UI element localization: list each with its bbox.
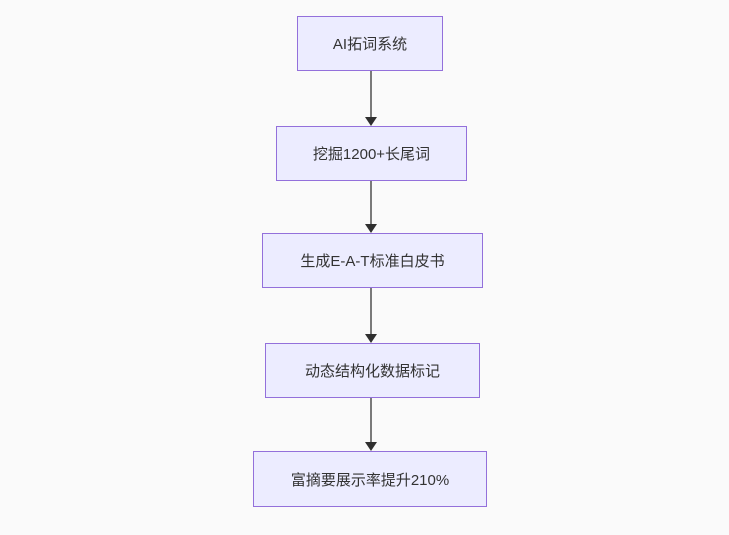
flow-node-label: 挖掘1200+长尾词 — [312, 146, 431, 163]
arrow-shaft — [370, 288, 372, 334]
flow-arrow-3 — [364, 288, 378, 343]
flow-arrow-4 — [364, 398, 378, 451]
flow-arrow-2 — [364, 181, 378, 233]
flow-arrow-1 — [364, 71, 378, 126]
arrow-shaft — [370, 181, 372, 224]
flow-node-label: 动态结构化数据标记 — [304, 363, 440, 380]
flow-node-longtail-mining: 挖掘1200+长尾词 — [276, 126, 467, 181]
arrow-down-icon — [365, 334, 377, 343]
arrow-down-icon — [365, 224, 377, 233]
flow-node-rich-snippet-uplift: 富摘要展示率提升210% — [253, 451, 487, 507]
flow-node-structured-data-markup: 动态结构化数据标记 — [265, 343, 480, 398]
flow-node-label: AI拓词系统 — [332, 36, 408, 53]
flow-node-label: 生成E-A-T标准白皮书 — [300, 253, 445, 270]
flow-node-eat-whitepaper: 生成E-A-T标准白皮书 — [262, 233, 483, 288]
arrow-down-icon — [365, 117, 377, 126]
arrow-shaft — [370, 71, 372, 117]
flow-node-ai-keyword-system: AI拓词系统 — [297, 16, 443, 71]
arrow-shaft — [370, 398, 372, 442]
flow-node-label: 富摘要展示率提升210% — [290, 471, 450, 489]
arrow-down-icon — [365, 442, 377, 451]
